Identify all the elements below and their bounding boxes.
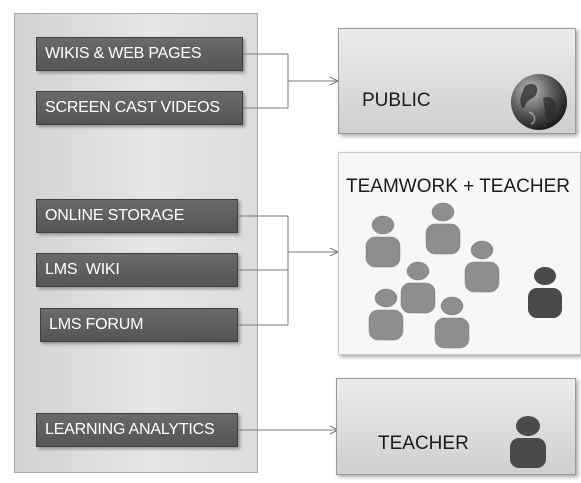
student-icon-5 — [368, 288, 404, 341]
student-icon-2 — [425, 202, 461, 255]
target-teamwork-label: TEAMWORK + TEACHER — [346, 176, 570, 197]
student-icon-3 — [464, 240, 500, 293]
student-icon-4 — [400, 261, 436, 314]
globe-icon — [511, 74, 567, 130]
target-public-label: PUBLIC — [362, 90, 431, 111]
target-teacher-label: TEACHER — [378, 433, 469, 454]
student-icon-1 — [365, 215, 401, 268]
teamwork-people — [365, 202, 562, 349]
teacher-icon-teamwork — [528, 267, 562, 318]
teacher-icon — [510, 416, 546, 468]
source-screen-cast-videos: SCREEN CAST VIDEOS — [36, 91, 243, 125]
source-online-storage: ONLINE STORAGE — [36, 199, 238, 233]
source-wikis-web-pages: WIKIS & WEB PAGES — [36, 37, 243, 71]
source-lms-wiki: LMS WIKI — [36, 253, 238, 287]
source-lms-forum: LMS FORUM — [40, 308, 238, 342]
source-panel — [14, 13, 258, 473]
source-learning-analytics: LEARNING ANALYTICS — [36, 413, 238, 447]
student-icon-6 — [434, 296, 470, 349]
